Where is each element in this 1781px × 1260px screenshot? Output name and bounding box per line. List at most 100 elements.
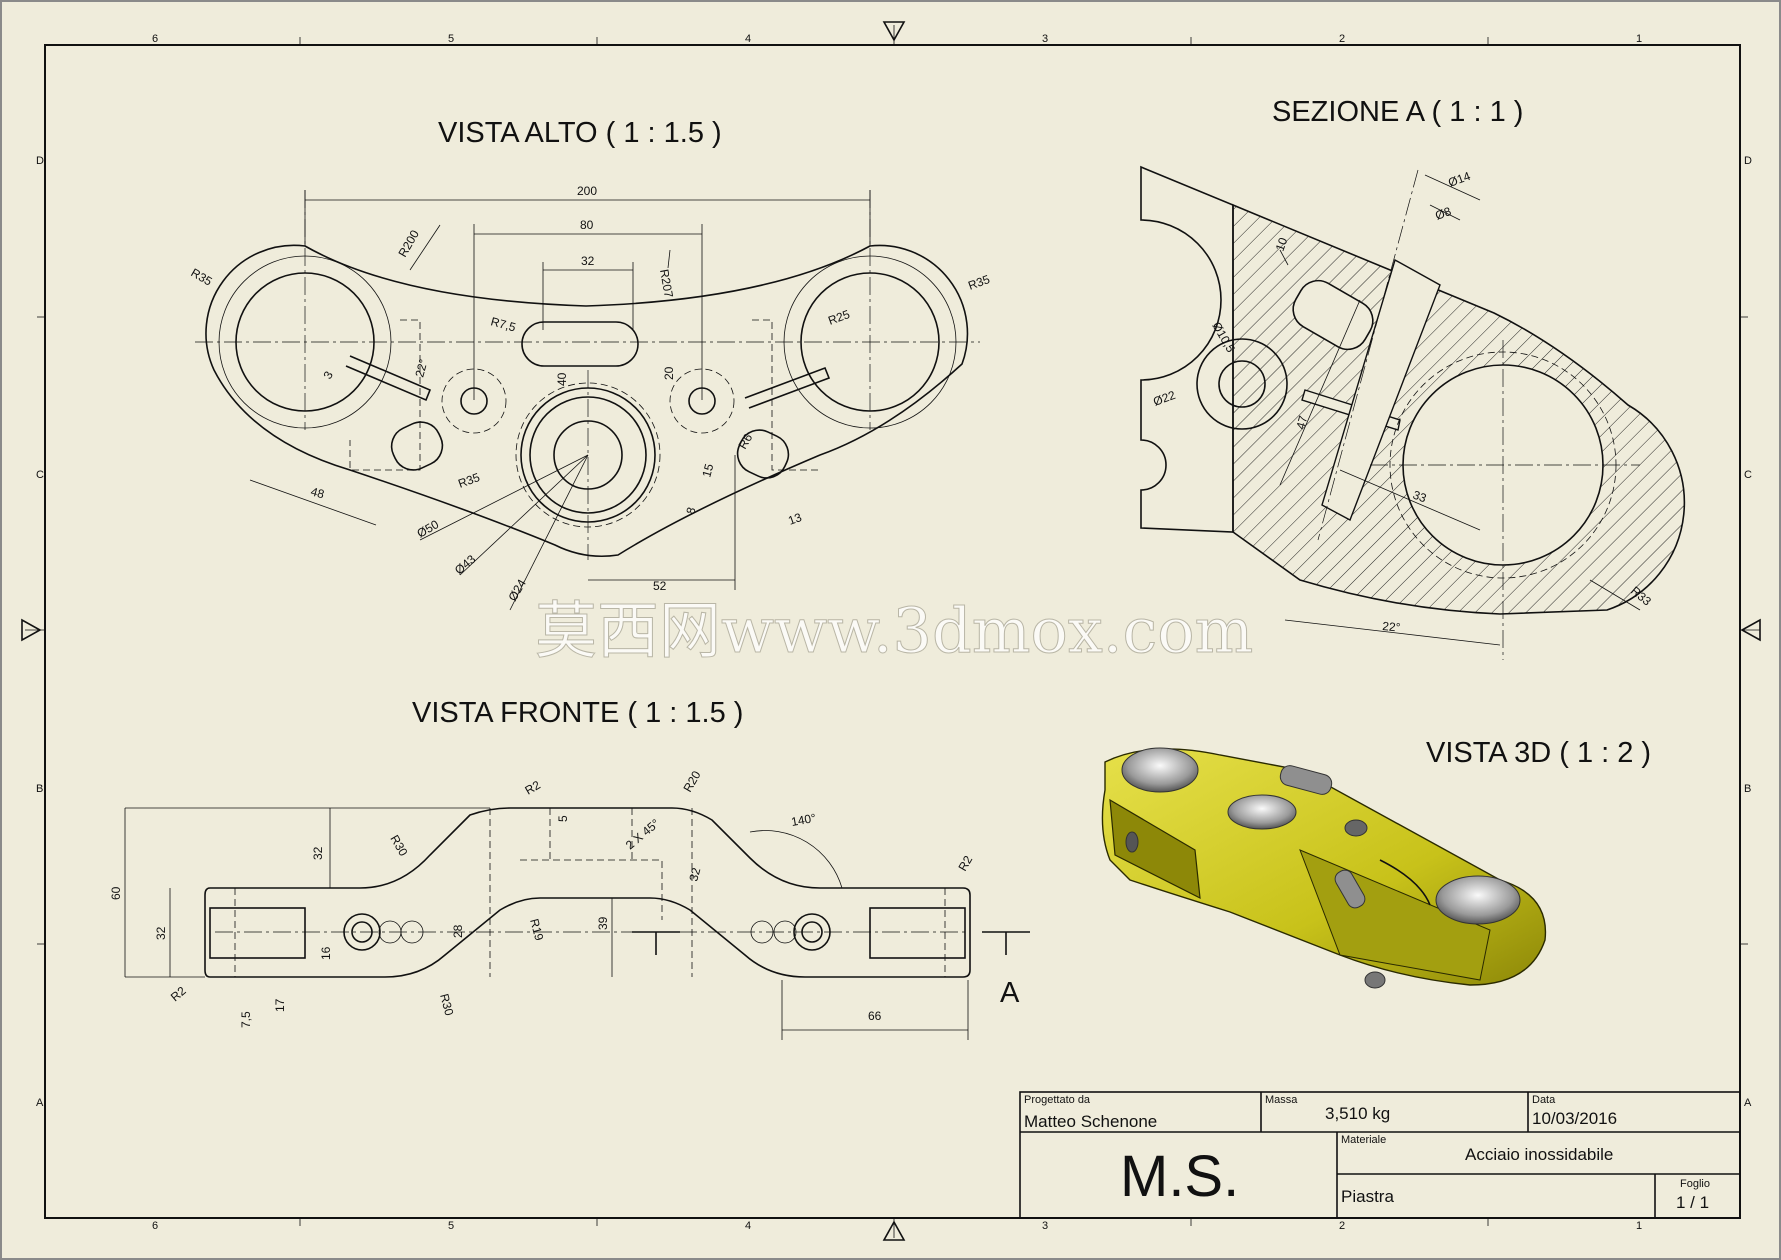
mass-label: Massa	[1265, 1094, 1298, 1106]
top-view-drawing	[195, 190, 980, 611]
dim-label: R2	[523, 778, 544, 798]
date-label: Data	[1532, 1094, 1556, 1106]
top-view-dimensions: 200 80 32 R200 R207 R35 R35 R7,5 R25 3 2…	[189, 184, 993, 604]
dim-label: Ø8	[1433, 204, 1453, 223]
dim-label: 52	[653, 579, 667, 593]
dim-label: 32	[581, 254, 595, 268]
iso-view-title: VISTA 3D ( 1 : 2 )	[1426, 737, 1651, 769]
centering-marks	[21, 21, 1761, 1241]
dim-label: R19	[527, 917, 546, 942]
watermark: 莫西网www.3dmox.com	[535, 594, 1253, 667]
zone-row: D	[36, 155, 44, 167]
dim-label: 3	[320, 368, 336, 381]
dim-label: 17	[273, 998, 287, 1012]
dim-label: 5	[556, 815, 570, 822]
zone-col: 1	[1636, 1220, 1642, 1232]
zone-row: C	[1744, 469, 1752, 481]
dim-label: R6	[735, 431, 755, 452]
dim-label: R7,5	[489, 314, 517, 334]
dim-label: 140°	[790, 811, 817, 829]
dim-label: Ø50	[415, 517, 442, 541]
dim-label: R30	[437, 992, 456, 1017]
top-view-title: VISTA ALTO ( 1 : 1.5 )	[438, 117, 722, 149]
section-view-drawing	[1140, 165, 1686, 660]
dim-label: R35	[456, 470, 482, 491]
section-view-title: SEZIONE A ( 1 : 1 )	[1272, 96, 1523, 128]
dim-label: R35	[189, 265, 215, 288]
dim-label: 32	[154, 926, 168, 940]
dim-label: R207	[657, 268, 676, 299]
dim-label: Ø43	[452, 552, 479, 578]
dim-label: R2	[955, 853, 975, 874]
dim-label: 47	[1293, 414, 1310, 431]
zone-col: 4	[745, 1220, 751, 1232]
dim-label: 32	[311, 846, 325, 860]
dim-label: 7,5	[239, 1011, 253, 1028]
front-view-drawing	[124, 807, 1030, 1040]
zone-row-labels: D C B A D C B A	[36, 155, 1752, 1109]
dim-label: 22°	[1382, 619, 1401, 635]
material-value: Acciaio inossidabile	[1465, 1145, 1613, 1164]
iso-view-render	[1101, 747, 1547, 989]
zone-column-labels-top: 6 5 4 3 2 1	[152, 33, 1642, 45]
zone-row: A	[36, 1097, 44, 1109]
title-block: Progettato da Matteo Schenone Massa 3,51…	[1019, 1091, 1741, 1219]
dim-label: R35	[966, 272, 992, 293]
designed-by-value: Matteo Schenone	[1024, 1112, 1157, 1131]
zone-column-labels-bottom: 6 5 4 3 2 1	[152, 1220, 1642, 1232]
zone-col: 5	[448, 33, 454, 45]
material-label: Materiale	[1341, 1134, 1386, 1146]
dim-label: 80	[580, 218, 594, 232]
dim-label: 13	[786, 510, 804, 528]
zone-col: 6	[152, 1220, 158, 1232]
dim-label: 60	[109, 886, 123, 900]
dim-label: R2	[168, 984, 189, 1005]
designed-by-label: Progettato da	[1024, 1094, 1091, 1106]
sheet-number: 1 / 1	[1676, 1193, 1709, 1212]
zone-col: 1	[1636, 33, 1642, 45]
dim-label: 39	[596, 916, 610, 930]
mass-value: 3,510 kg	[1325, 1104, 1390, 1123]
dim-label: 40	[555, 372, 569, 386]
zone-col: 6	[152, 33, 158, 45]
dim-label: Ø22	[1151, 388, 1177, 409]
sheet-label: Foglio	[1680, 1178, 1710, 1190]
part-name: Piastra	[1341, 1187, 1394, 1206]
dim-label: 200	[577, 184, 597, 198]
dim-label: Ø14	[1446, 169, 1472, 190]
zone-row: C	[36, 469, 44, 481]
dim-label: 15	[699, 462, 716, 479]
zone-col: 3	[1042, 1220, 1048, 1232]
dim-label: 10	[1273, 235, 1291, 253]
zone-col: 2	[1339, 33, 1345, 45]
zone-col: 3	[1042, 33, 1048, 45]
dim-label: 2 X 45°	[623, 816, 662, 852]
zone-row: B	[36, 783, 43, 795]
dim-label: 16	[319, 946, 333, 960]
dim-label: 32	[686, 866, 703, 883]
dim-label: 8	[683, 505, 698, 515]
drawing-border	[44, 44, 1741, 1219]
dim-label: 20	[662, 366, 676, 380]
dim-label: 28	[451, 924, 465, 938]
zone-row: B	[1744, 783, 1751, 795]
dim-label: R25	[826, 307, 852, 328]
zone-col: 4	[745, 33, 751, 45]
zone-col: 2	[1339, 1220, 1345, 1232]
dim-label: 33	[1411, 488, 1429, 506]
front-view-title: VISTA FRONTE ( 1 : 1.5 )	[412, 697, 743, 729]
date-value: 10/03/2016	[1532, 1109, 1617, 1128]
zone-col: 5	[448, 1220, 454, 1232]
zone-row: A	[1744, 1097, 1752, 1109]
dim-label: 66	[868, 1009, 882, 1023]
dim-label: R200	[395, 227, 422, 259]
dim-label: 22°	[412, 357, 430, 378]
dim-label: R20	[680, 768, 703, 794]
dim-label: 48	[309, 484, 326, 501]
zone-row: D	[1744, 155, 1752, 167]
dim-label: Ø24	[505, 577, 529, 604]
dim-label: R30	[387, 833, 410, 859]
designer-initials: M.S.	[1120, 1144, 1239, 1209]
